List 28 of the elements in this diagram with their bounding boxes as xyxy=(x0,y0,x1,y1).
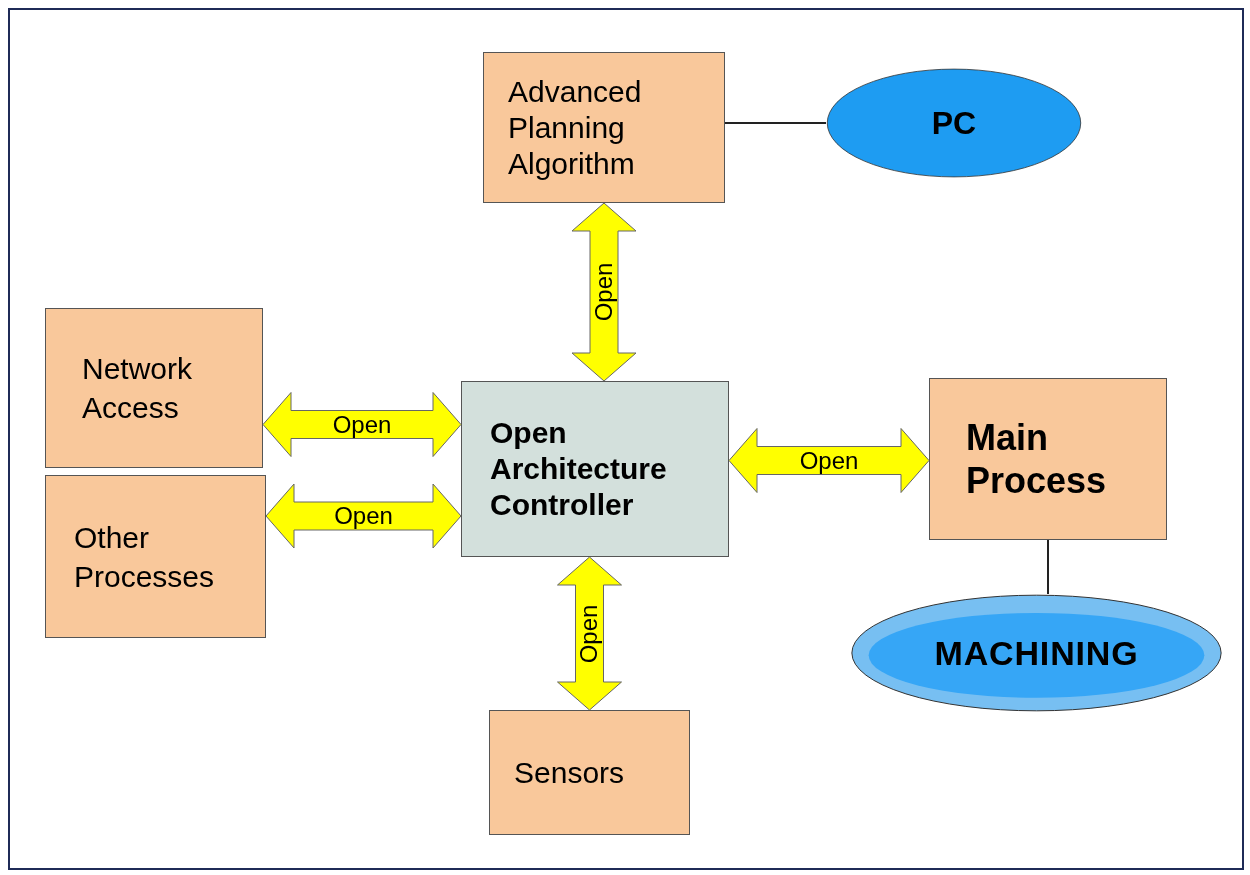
node-label: Sensors xyxy=(514,755,625,791)
node-label: Other Processes xyxy=(74,519,216,595)
machining-ellipse xyxy=(850,594,1223,712)
node-label: Advanced Planning Algorithm xyxy=(508,73,643,182)
process-box xyxy=(929,378,1167,540)
controller-box xyxy=(461,381,729,557)
node-label: Open Architecture Controller xyxy=(490,415,668,523)
double-block-arrow xyxy=(571,202,637,382)
process-box xyxy=(483,52,725,203)
double-block-arrow xyxy=(557,556,622,711)
process-box xyxy=(489,710,690,835)
edge-label: Open xyxy=(577,604,602,663)
edge-label: Open xyxy=(799,448,859,473)
connector-line xyxy=(724,122,827,124)
process-box xyxy=(45,308,263,468)
node-label: Network Access xyxy=(82,351,194,426)
edge-label: Open xyxy=(334,504,393,528)
node-label: Main Process xyxy=(966,415,1108,503)
double-block-arrow xyxy=(262,392,462,457)
node-label: MACHINING xyxy=(934,632,1139,674)
double-block-arrow xyxy=(265,483,462,549)
node-label: PC xyxy=(931,104,977,143)
process-box xyxy=(45,475,266,638)
edge-label: Open xyxy=(332,412,392,437)
connector-line xyxy=(1047,539,1049,595)
pc-ellipse xyxy=(826,68,1082,178)
edge-label: Open xyxy=(592,262,616,322)
double-block-arrow xyxy=(728,428,930,493)
